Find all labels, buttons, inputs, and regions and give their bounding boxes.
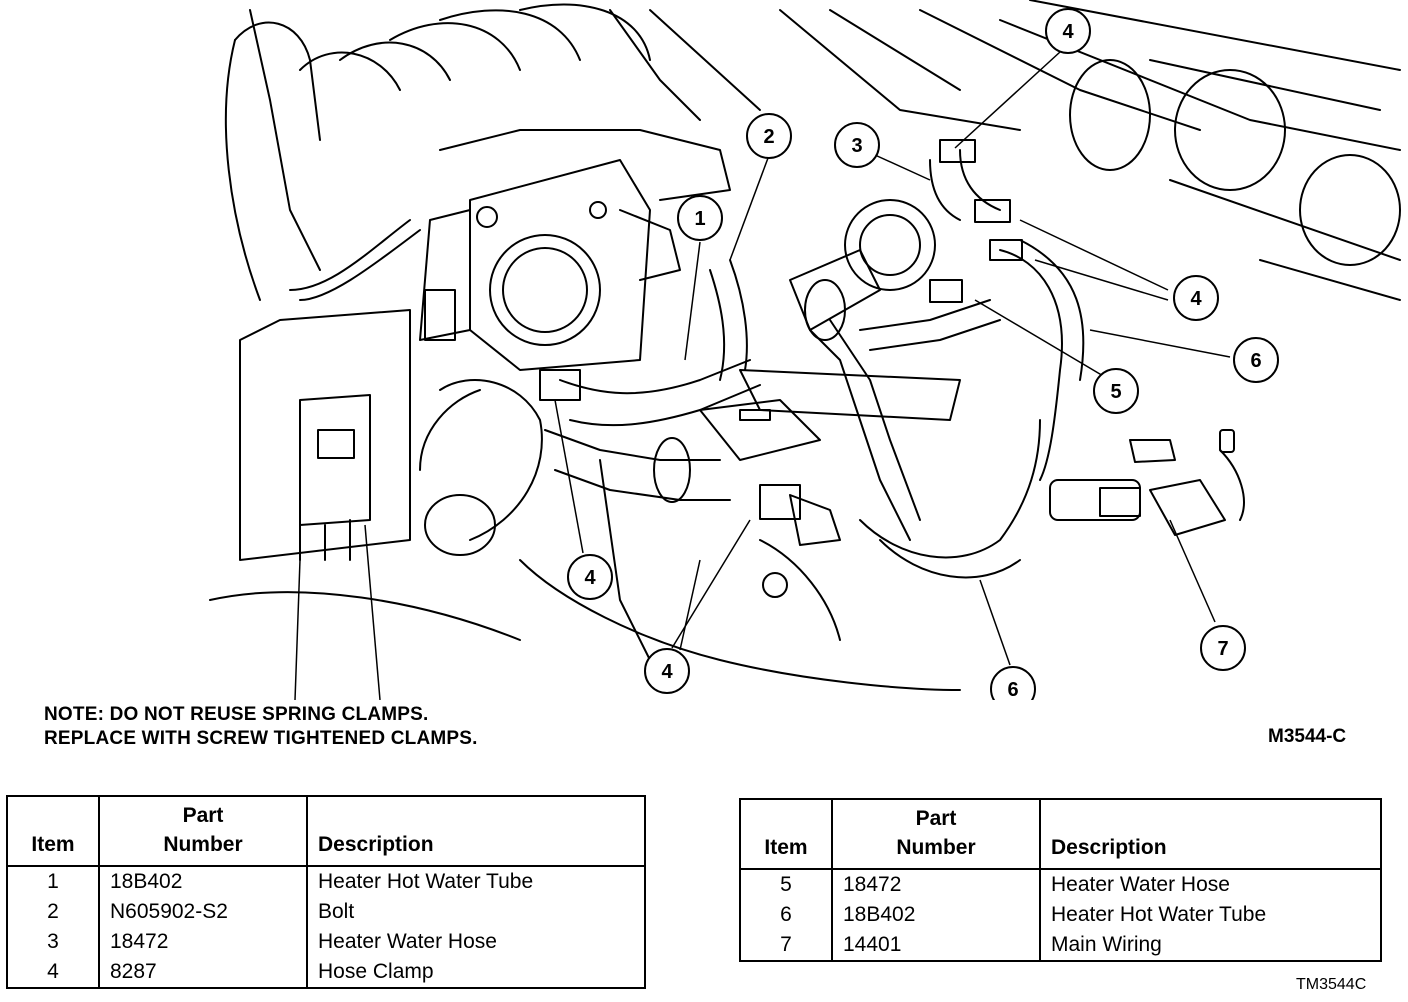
col-header-part-line1: Part [182,804,224,827]
callout-label: 2 [763,126,774,148]
description-cell: Heater Hot Water Tube [306,866,645,897]
callout-4: 4 [644,648,690,694]
part-number-cell: N605902-S2 [98,897,307,927]
item-cell: 1 [47,870,59,893]
part-number-cell: 18B402 [98,866,307,897]
callout-label: 4 [661,661,673,683]
item-cell: 2 [47,900,59,923]
figure-id: M3544-C [1268,726,1347,747]
col-header-description: Description [306,796,645,867]
col-header-part-line2: Number [163,833,243,856]
callout-5: 5 [1093,368,1139,414]
callout-label: 6 [1007,679,1018,700]
callout-label: 7 [1217,638,1228,660]
col-header-part-line2: Number [896,836,976,859]
callout-label: 4 [1190,288,1202,310]
engine-diagram: 1 2 3 4 4 4 4 5 6 6 7 [209,0,1401,700]
callout-label: 4 [584,567,596,589]
callout-4: 4 [1173,275,1219,321]
leader-lines [294,51,1231,700]
col-header-part-number: Part Number [831,799,1040,870]
item-cell: 6 [780,903,792,926]
callout-group: 1 2 3 4 4 4 4 5 6 6 7 [567,8,1279,700]
item-cell: 4 [47,960,59,983]
description-cell: Hose Clamp [306,957,645,988]
part-number-cell: 18472 [831,869,1040,900]
description-cell: Main Wiring [1039,930,1381,961]
col-header-part-line1: Part [915,807,957,830]
part-number-cell: 18472 [98,927,307,957]
part-number-cell: 14401 [831,930,1040,961]
callout-label: 1 [694,208,705,230]
callout-label: 4 [1062,21,1074,43]
callout-2: 2 [746,113,792,159]
description-cell: Heater Water Hose [306,927,645,957]
callout-4: 4 [1045,8,1091,54]
col-header-description: Description [1039,799,1381,870]
item-cell: 5 [780,873,792,896]
note-text: NOTE: DO NOT REUSE SPRING CLAMPS. REPLAC… [44,703,478,751]
item-cell: 7 [780,933,792,956]
part-number-cell: 8287 [98,957,307,988]
note-line-1: NOTE: DO NOT REUSE SPRING CLAMPS. [44,704,429,725]
col-header-item: Item [7,796,99,867]
document-id: TM3544C [1296,976,1367,993]
callout-6: 6 [1233,337,1279,383]
callout-3: 3 [834,122,880,168]
callout-label: 5 [1110,381,1121,403]
callout-1: 1 [677,195,723,241]
col-header-part-number: Part Number [98,796,307,867]
callout-label: 3 [851,135,862,157]
callout-6: 6 [990,666,1036,700]
engine-line-art [209,0,1401,691]
callout-7: 7 [1200,625,1246,671]
description-cell: Heater Water Hose [1039,869,1381,900]
part-number-cell: 18B402 [831,900,1040,930]
callout-label: 6 [1250,350,1261,372]
description-cell: Heater Hot Water Tube [1039,900,1381,930]
description-cell: Bolt [306,897,645,927]
col-header-item: Item [740,799,832,870]
item-cell: 3 [47,930,59,953]
note-line-2: REPLACE WITH SCREW TIGHTENED CLAMPS. [44,728,478,749]
callout-4: 4 [567,554,613,600]
